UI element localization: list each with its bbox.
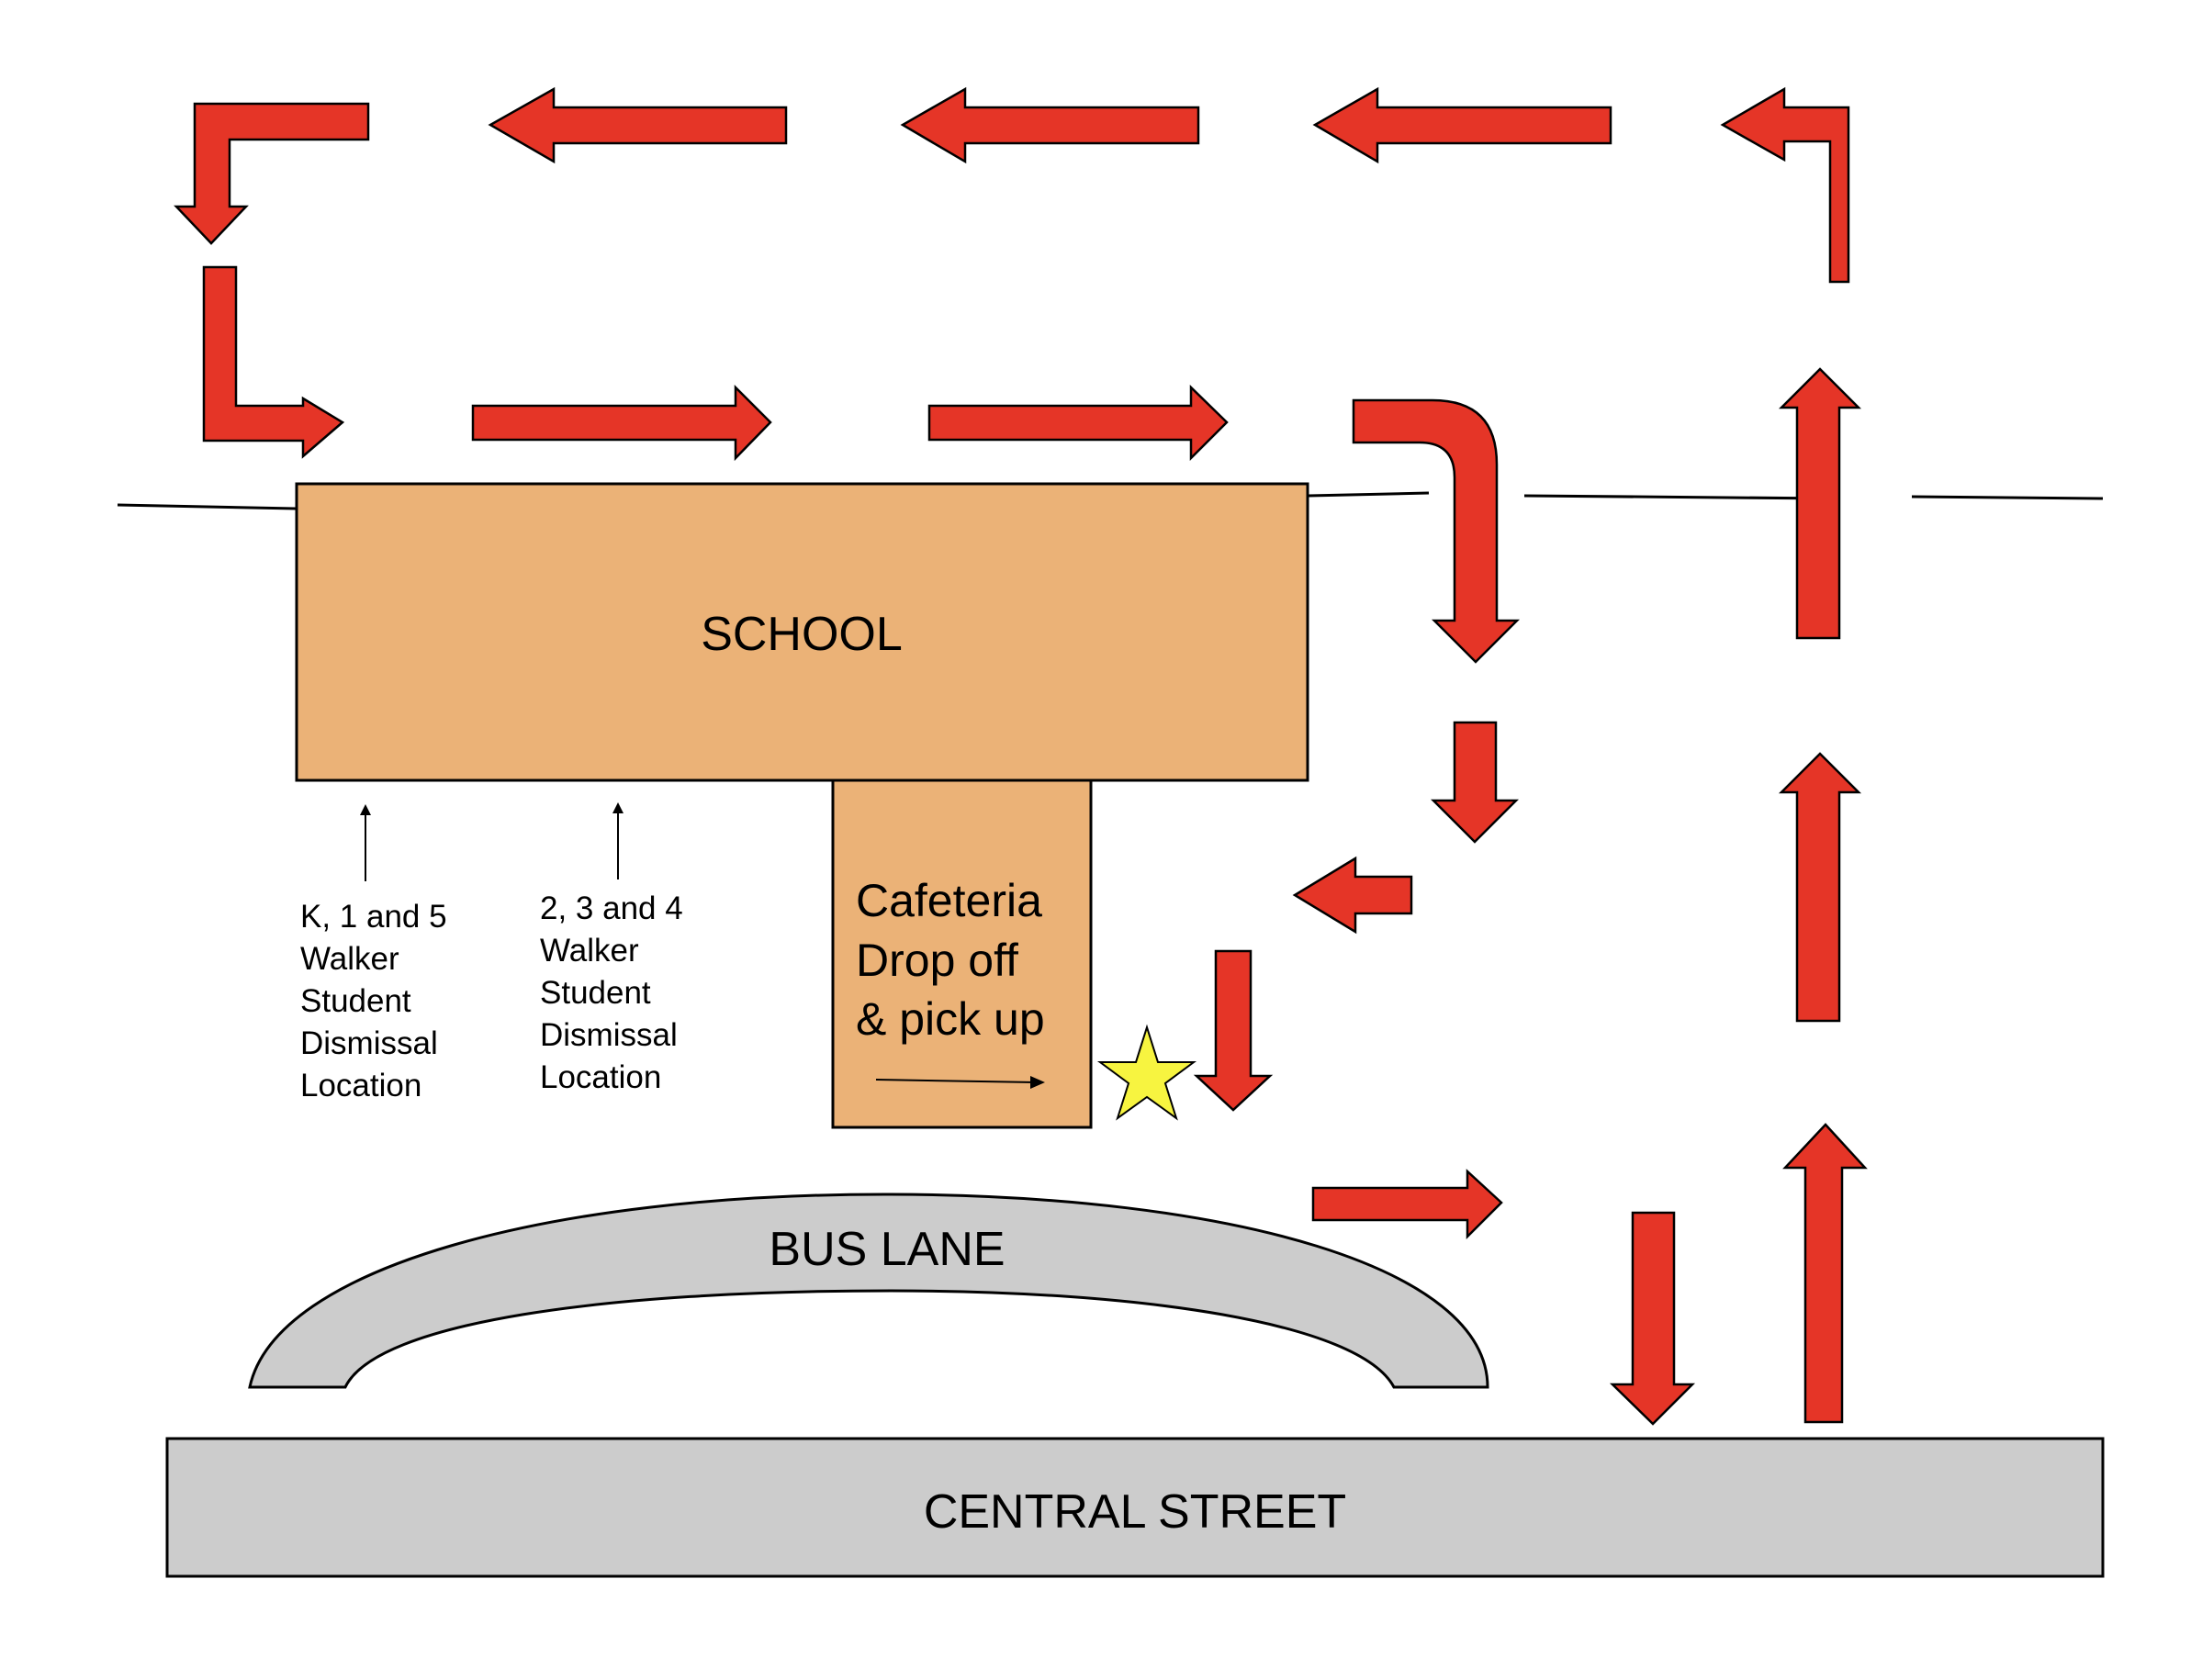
cafeteria-label-line-2: Drop off <box>856 935 1018 986</box>
arrow-icon <box>1352 398 1521 664</box>
arrow-icon <box>1778 752 1862 1023</box>
arrow-icon <box>1778 367 1862 640</box>
walker-k15-line-4: Dismissal <box>300 1025 438 1061</box>
star-icon <box>1096 1024 1197 1121</box>
central-street <box>165 1437 2105 1578</box>
walker-k15-line-3: Student <box>300 983 411 1019</box>
walker-k15-label: K, 1 and 5 Walker Student Dismissal Loca… <box>300 899 455 1103</box>
arrow-icon <box>1430 721 1520 844</box>
arrow-icon <box>174 102 370 245</box>
arrow-icon <box>1312 86 1612 164</box>
bus-lane <box>248 1193 1489 1389</box>
cafeteria-label-line-3: & pick up <box>856 993 1045 1045</box>
arrow-icon <box>1782 1123 1868 1424</box>
traffic-arrows <box>174 86 1868 1426</box>
arrow-icon <box>202 265 345 459</box>
walker-234-label: 2, 3 and 4 Walker Student Dismissal Loca… <box>540 890 691 1095</box>
walker-234-line-3: Student <box>540 975 651 1011</box>
arrow-icon <box>1311 1169 1503 1240</box>
walker-234-line-2: Walker <box>540 933 639 969</box>
arrow-icon <box>900 86 1200 164</box>
school-building <box>295 482 1309 782</box>
walker-234-line-5: Location <box>540 1059 661 1095</box>
arrow-icon <box>1193 949 1274 1112</box>
walker-234-line-4: Dismissal <box>540 1017 678 1053</box>
cafeteria-label-line-1: Cafeteria <box>856 875 1042 926</box>
cafeteria-building <box>831 778 1093 1129</box>
walker-234-line-1: 2, 3 and 4 <box>540 890 683 926</box>
arrow-icon <box>471 384 772 462</box>
arrow-icon <box>488 86 788 164</box>
walker-k15-line-2: Walker <box>300 941 399 977</box>
cafeteria-direction-line <box>875 1079 1037 1083</box>
central-street-label: CENTRAL STREET <box>924 1485 1346 1539</box>
cafeteria-direction-arrowhead-icon <box>1030 1076 1045 1089</box>
walker-k15-pointer-arrowhead-icon <box>360 804 371 815</box>
cafeteria-label: Cafeteria Drop off & pick up <box>856 875 1055 1045</box>
arrow-icon <box>1609 1211 1696 1426</box>
bus-lane-label: BUS LANE <box>769 1223 1005 1276</box>
arrow-icon <box>927 385 1229 462</box>
arrow-icon <box>1292 856 1413 935</box>
school-label: SCHOOL <box>701 608 903 661</box>
walker-k15-line-1: K, 1 and 5 <box>300 899 447 935</box>
walker-234-pointer-arrowhead-icon <box>612 802 624 813</box>
arrow-icon <box>1720 86 1850 284</box>
walker-k15-line-5: Location <box>300 1068 421 1103</box>
street-boundary-line <box>117 491 2104 510</box>
